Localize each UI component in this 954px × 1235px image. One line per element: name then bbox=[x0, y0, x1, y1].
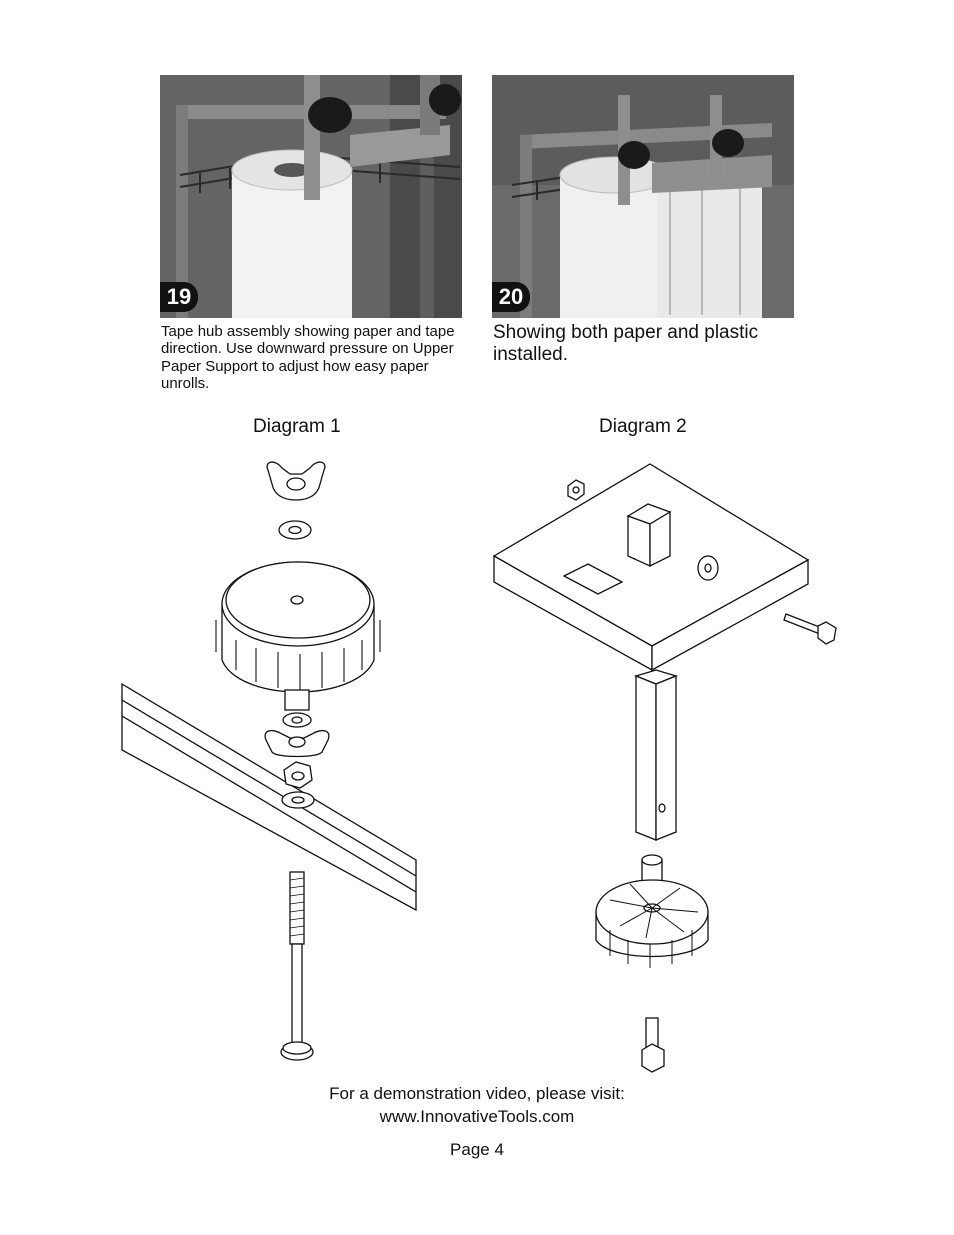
footer-url[interactable]: www.InnovativeTools.com bbox=[379, 1107, 575, 1126]
photo-19: 19 bbox=[160, 75, 462, 318]
footer-line-1: For a demonstration video, please visit: bbox=[329, 1084, 625, 1103]
photo-19-number: 19 bbox=[160, 282, 198, 312]
page-number: Page 4 bbox=[450, 1140, 504, 1159]
photo-20-caption: Showing both paper and plastic installed… bbox=[493, 322, 759, 365]
photo-20-image bbox=[492, 75, 794, 318]
photo-20: 20 bbox=[492, 75, 794, 318]
photo-20-number: 20 bbox=[492, 282, 530, 312]
diagram-1-title: Diagram 1 bbox=[253, 416, 341, 437]
photo-19-image bbox=[160, 75, 462, 318]
diagram-2-title: Diagram 2 bbox=[599, 416, 687, 437]
photo-19-caption: Tape hub assembly showing paper and tape… bbox=[161, 323, 455, 392]
